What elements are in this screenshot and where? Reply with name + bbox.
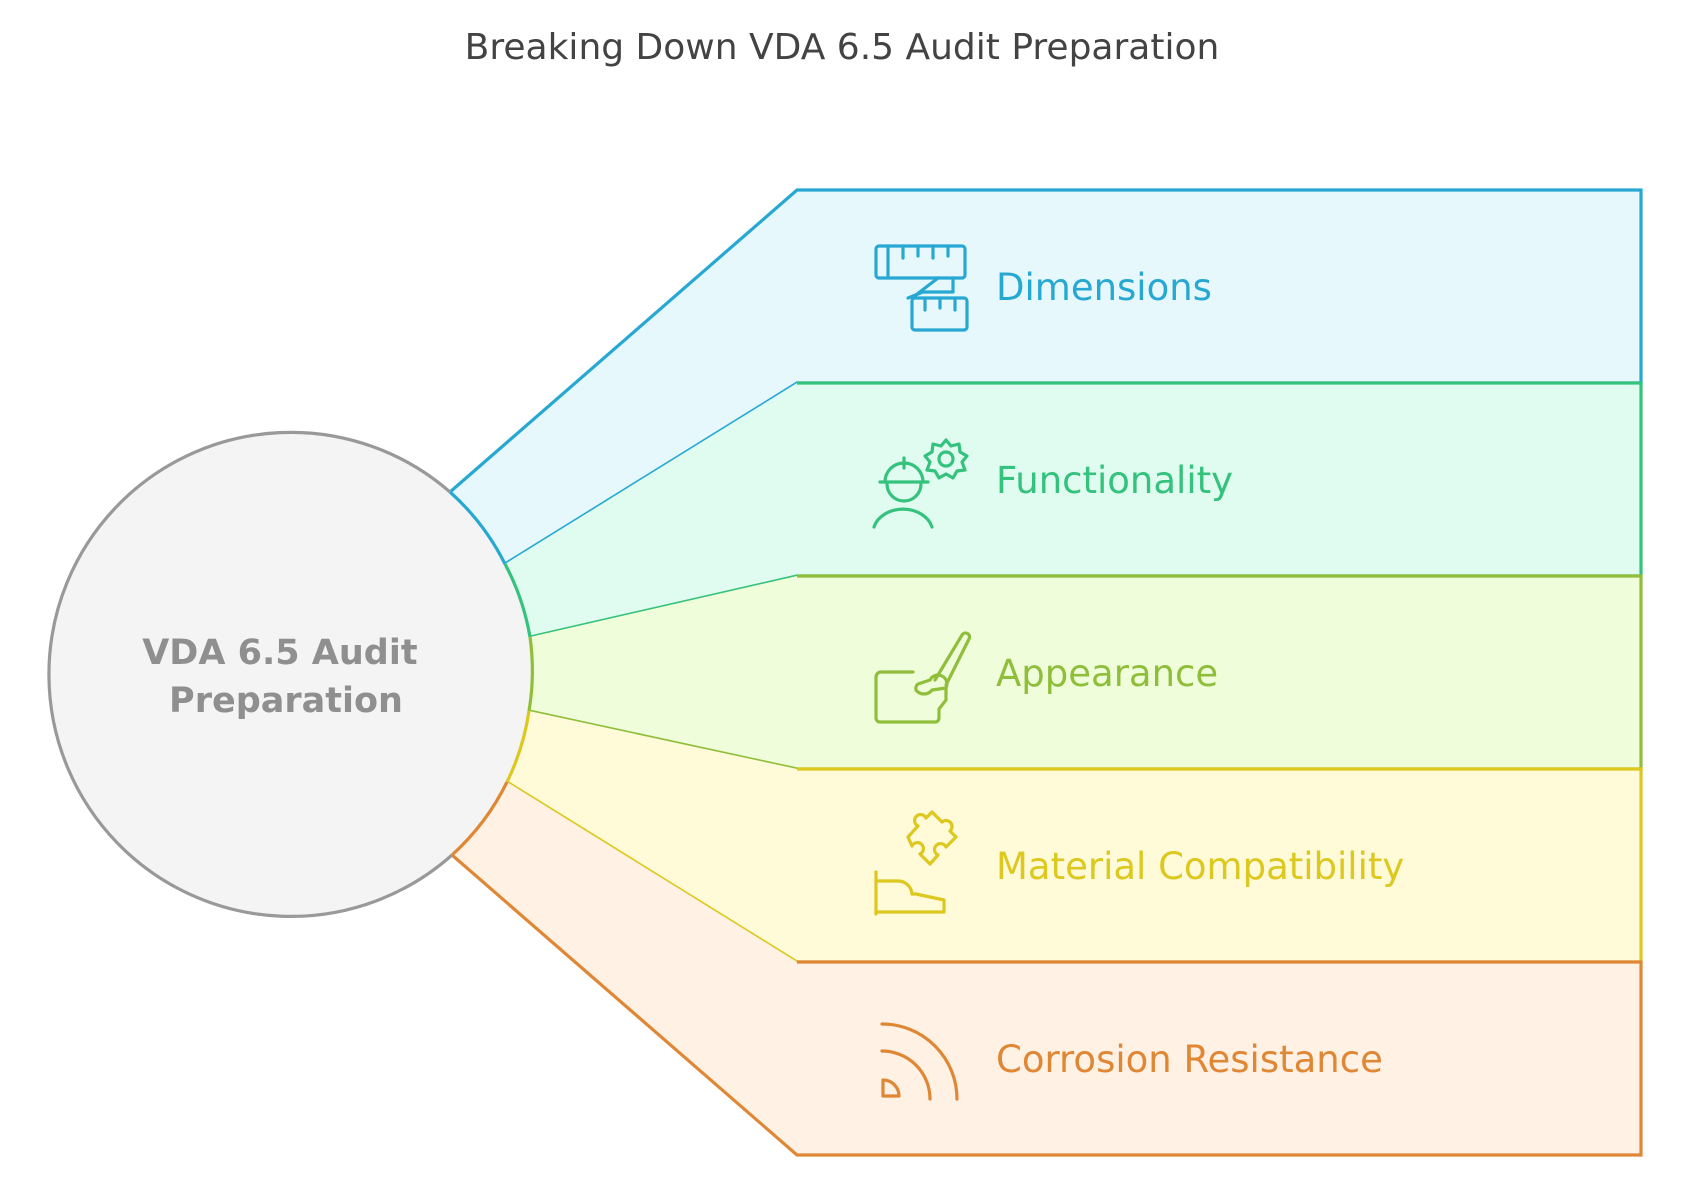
center-arc-functionality (503, 563, 532, 638)
center-arc-material-compatibility (505, 710, 531, 783)
branch-label-functionality: Functionality (996, 459, 1233, 502)
band-dimensions-outline (448, 188, 1643, 566)
band-functionality-shape (505, 383, 1641, 637)
center-arc-dimensions (448, 490, 507, 565)
center-label: VDA 6.5 Audit Preparation (142, 633, 430, 721)
band-corrosion-resistance-outline (450, 853, 1643, 1157)
band-appearance-shape (529, 576, 1641, 769)
center-arc-corrosion-resistance (450, 781, 509, 857)
center-label-line-2: Preparation (169, 681, 403, 721)
measuring-tape-icon (874, 244, 969, 332)
puzzle-hand-icon (874, 810, 958, 916)
engineer-gear-icon (872, 438, 969, 529)
band-corrosion-resistance-shape (452, 782, 1641, 1155)
band-dimensions-shape (450, 190, 1641, 564)
center-node: VDA 6.5 Audit Preparation (47, 430, 534, 918)
branch-label-corrosion-resistance: Corrosion Resistance (996, 1038, 1383, 1081)
center-circle (48, 431, 532, 915)
center-arc-appearance (527, 636, 534, 712)
center-circle-outline (47, 430, 454, 918)
branch-label-dimensions: Dimensions (996, 266, 1212, 309)
diagram-title: Breaking Down VDA 6.5 Audit Preparation (465, 27, 1220, 68)
signal-arcs-icon (880, 1022, 959, 1101)
branch-label-material-compatibility: Material Compatibility (996, 845, 1404, 888)
paintbrush-canvas-icon (874, 631, 972, 724)
branch-dimensions (448, 188, 1643, 566)
branch-corrosion-resistance (450, 782, 1643, 1157)
branch-bands (448, 188, 1643, 1157)
center-label-line-1: VDA 6.5 Audit (142, 633, 417, 673)
branch-label-appearance: Appearance (996, 652, 1218, 695)
band-material-compatibility-shape (507, 711, 1641, 962)
